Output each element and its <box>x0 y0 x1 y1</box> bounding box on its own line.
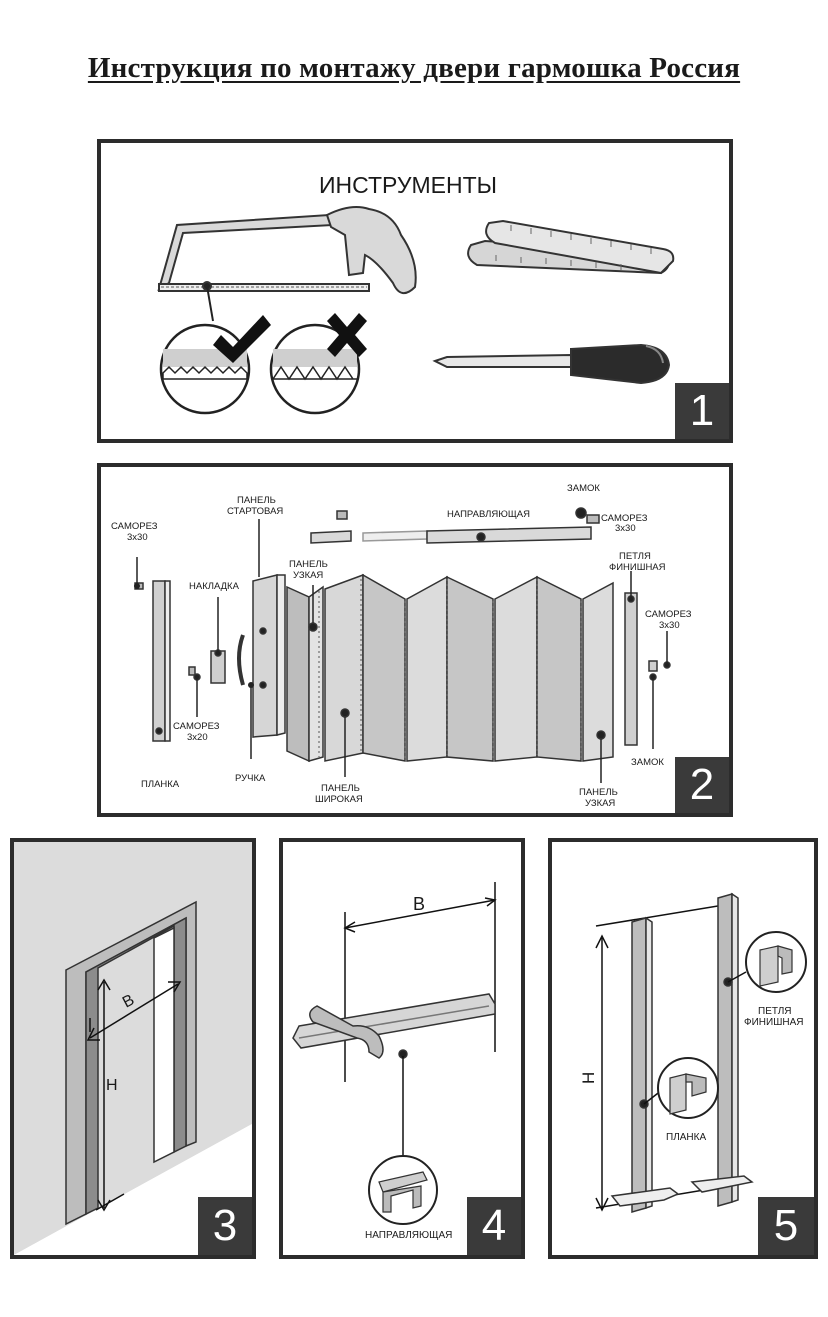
guide-rail <box>310 507 600 544</box>
overlay-part <box>188 649 226 684</box>
height-label-h: Н <box>106 1077 118 1094</box>
lock-top-label: ЗАМОК <box>567 483 600 494</box>
doorway-illustration: В Н <box>14 842 252 1255</box>
step-number-badge: 2 <box>675 757 729 813</box>
folding-ruler-icon <box>467 219 675 275</box>
lock-bottom-label: ЗАМОК <box>631 757 664 768</box>
narrow-panel-top-label-2: УЗКАЯ <box>293 570 323 581</box>
screwdriver-icon <box>432 343 671 385</box>
guide-rail-profile <box>292 993 496 1059</box>
handle-label: РУЧКА <box>235 773 266 784</box>
step-number-badge: 5 <box>758 1197 814 1255</box>
tools-illustration: ИНСТРУМЕНТЫ <box>157 172 675 415</box>
correct-blade-icon <box>159 315 271 415</box>
samorez-3x20-size: 3x20 <box>187 732 208 743</box>
folding-panels <box>286 573 614 763</box>
overlay-label: НАКЛАДКА <box>189 581 240 592</box>
height-dimension <box>595 903 731 1212</box>
planka-label: ПЛАНКА <box>666 1132 706 1143</box>
step-number-badge: 4 <box>467 1197 521 1255</box>
narrow-panel-bottom-label-2: УЗКАЯ <box>585 798 615 809</box>
width-label-b: В <box>413 894 425 914</box>
finish-hinge-label-2: ФИНИШНАЯ <box>609 562 666 573</box>
start-panel-label: ПАНЕЛЬ <box>237 495 276 506</box>
vertical-profiles <box>610 892 754 1213</box>
narrow-panel-top-label: ПАНЕЛЬ <box>289 559 328 570</box>
finish-hinge-part <box>624 592 638 746</box>
profiles-illustration: Н ПЕТЛЯ ФИНИШНАЯ ПЛАНКА <box>579 892 807 1213</box>
finish-hinge-label-2: ФИНИШНАЯ <box>744 1017 803 1028</box>
step-number-badge: 1 <box>675 383 729 439</box>
samorez-3x20-label: САМОРЕЗ <box>173 721 220 732</box>
step-5-profiles-panel: Н ПЕТЛЯ ФИНИШНАЯ ПЛАНКА 5 <box>548 838 818 1259</box>
finish-hinge-detail-icon <box>745 931 807 993</box>
step-3-doorway-panel: В Н 3 <box>10 838 256 1259</box>
guide-profile-detail-icon <box>368 1155 438 1225</box>
component-labels: САМОРЕЗ 3x30 ПАНЕЛЬ СТАРТОВАЯ НАКЛАДКА П… <box>111 483 692 809</box>
guide-label: НАПРАВЛЯЮЩАЯ <box>447 509 530 520</box>
start-panel-label-2: СТАРТОВАЯ <box>227 506 283 517</box>
measure-lines <box>86 978 182 1212</box>
finish-hinge-label: ПЕТЛЯ <box>619 551 651 562</box>
samorez-3x30-left-label: САМОРЕЗ <box>111 521 158 532</box>
narrow-panel-bottom-label: ПАНЕЛЬ <box>579 787 618 798</box>
wide-panel-label-2: ШИРОКАЯ <box>315 794 363 805</box>
page-title: Инструкция по монтажу двери гармошка Рос… <box>87 52 741 84</box>
tools-heading: ИНСТРУМЕНТЫ <box>319 172 497 198</box>
step-1-tools-panel: ИНСТРУМЕНТЫ <box>97 139 733 443</box>
samorez-3x30-right-label: САМОРЕЗ <box>645 609 692 620</box>
hacksaw-icon <box>157 206 417 294</box>
components-illustration: САМОРЕЗ 3x30 ПАНЕЛЬ СТАРТОВАЯ НАКЛАДКА П… <box>111 483 692 809</box>
guide-label: НАПРАВЛЯЮЩАЯ <box>365 1230 452 1241</box>
samorez-3x30-left-size: 3x30 <box>127 532 148 543</box>
planka-label: ПЛАНКА <box>141 779 180 790</box>
start-panel-part <box>237 574 286 738</box>
step-4-guide-panel: В НАПРАВЛЯЮЩАЯ 4 <box>279 838 525 1259</box>
width-dimension <box>343 882 497 1082</box>
step-2-components-panel: САМОРЕЗ 3x30 ПАНЕЛЬ СТАРТОВАЯ НАКЛАДКА П… <box>97 463 733 817</box>
lock-part <box>648 660 671 681</box>
samorez-3x30-top-label: САМОРЕЗ <box>601 513 648 524</box>
height-label-h: Н <box>579 1072 598 1084</box>
planka-detail-icon <box>657 1057 719 1119</box>
guide-cut-illustration: В НАПРАВЛЯЮЩАЯ <box>292 882 497 1241</box>
wrong-blade-icon <box>269 313 367 415</box>
wide-panel-label: ПАНЕЛЬ <box>321 783 360 794</box>
planka-part <box>134 580 171 742</box>
step-number-badge: 3 <box>198 1197 252 1255</box>
door-frame <box>65 900 197 1226</box>
samorez-3x30-top-size: 3x30 <box>615 523 636 534</box>
finish-hinge-label: ПЕТЛЯ <box>758 1006 792 1017</box>
samorez-3x30-right-size: 3x30 <box>659 620 680 631</box>
